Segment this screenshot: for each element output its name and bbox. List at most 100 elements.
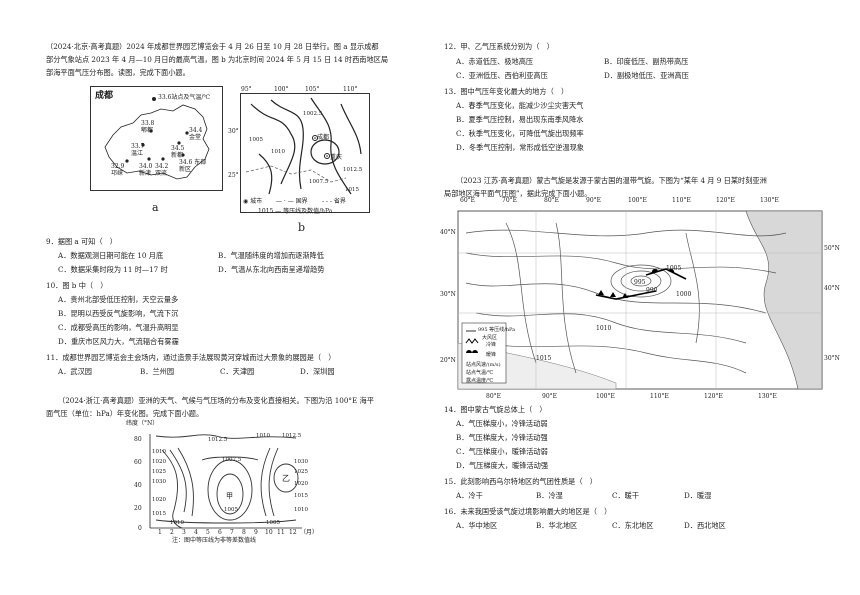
legend-city: 城市	[250, 198, 263, 205]
map-d-label-995: 995	[634, 279, 646, 286]
map-d-asia-pressure: 60°E 70°E 80°E 90°E 100°E 110°E 120°E 13…	[440, 197, 840, 400]
legend-border: 国界	[295, 198, 308, 205]
q14-option-c[interactable]: C．气压梯度小，暖锋活动弱	[456, 447, 548, 456]
top-lon-100: 100°E	[628, 197, 647, 204]
ytick-80: 80	[134, 436, 142, 443]
bottom-lon-120: 120°E	[704, 393, 723, 400]
q14-option-a[interactable]: A．气压梯度小，冷锋活动弱	[456, 419, 548, 428]
q9-option-b[interactable]: B．气温随纬度的增加而逐渐降低	[218, 251, 324, 260]
q14-option-b[interactable]: B．气压梯度大，冷锋活动强	[456, 433, 548, 442]
q13-option-a[interactable]: A．春季气压变化，能减少沙尘灾害天气	[456, 101, 584, 110]
left-lat-30: 30°N	[440, 291, 456, 298]
legend-dewpoint: 露点温度/℃	[466, 378, 494, 384]
q10-option-b[interactable]: B．昆明以西受反气旋影响，气流下沉	[58, 309, 179, 318]
isobar-label-1010: 1010	[271, 149, 285, 155]
top-lon-70: 70°E	[502, 197, 518, 204]
isobar-label-1015: 1015	[345, 187, 359, 193]
legend-isobar-value: 1015	[258, 208, 274, 215]
q11-option-a[interactable]: A．武汉园	[58, 367, 92, 376]
top-lon-60: 60°E	[460, 197, 476, 204]
q9-option-a[interactable]: A．数据观测日期可能在 10 月底	[58, 251, 164, 260]
pressure-contour-chart: 纬度（°N） 80 60 40 20 0 1 2 3 4 5 6 7 8 9 1…	[126, 420, 322, 550]
q15-option-c[interactable]: C．暖干	[612, 491, 640, 500]
xtick-4: 4	[194, 529, 198, 536]
contour-label-14: 1020	[294, 481, 308, 487]
q10-option-d[interactable]: D．重庆市区风力大，气流辐合有雾霾	[58, 337, 179, 346]
legend-temp: 站点气温/℃	[466, 370, 494, 376]
isobar-label-1007-5: 1007.5	[309, 179, 329, 185]
q16-option-b[interactable]: B．华北地区	[536, 521, 578, 530]
q15-option-d[interactable]: D．暖湿	[684, 491, 712, 500]
q10-stem: 10．图 b 中（ ）	[46, 281, 108, 290]
map-d-label-990: 990	[646, 287, 658, 294]
map-a-title: 成都	[95, 91, 114, 101]
left-lat-20: 20°N	[440, 357, 456, 364]
q16-option-d[interactable]: D．西北地区	[684, 521, 726, 530]
xtick-1: 1	[158, 529, 162, 536]
q10-option-c[interactable]: C．成都受高压的影响，气温升高明显	[58, 323, 179, 332]
q11-option-d[interactable]: D．深圳园	[300, 367, 335, 376]
bottom-lon-90: 90°E	[542, 393, 558, 400]
q13-stem: 13．图中气压年变化最大的地方（ ）	[444, 87, 569, 96]
contour-label-3: 1012.5	[282, 433, 302, 439]
q12-option-b[interactable]: B．印度低压、副热带高压	[604, 57, 689, 66]
top-lon-80: 80°E	[544, 197, 560, 204]
q12-option-d[interactable]: D．副极地低压、亚洲高压	[604, 71, 689, 80]
q13-option-d[interactable]: D．冬季气压控制，常形成低空逆温现象	[456, 143, 584, 152]
lon-95: 95°	[241, 86, 252, 93]
xtick-7: 7	[230, 529, 234, 536]
legend-gale: 大风区	[482, 335, 498, 341]
xtick-3: 3	[182, 529, 186, 536]
map-d-label-1000: 1000	[676, 291, 692, 298]
xtick-12: 12	[289, 529, 297, 536]
map-d-label-1010: 1010	[596, 325, 612, 332]
map-d-label-1005: 1005	[666, 265, 682, 272]
q10-option-a[interactable]: A．贵州北部受低压控制，天空云量多	[58, 295, 179, 304]
q13-option-c[interactable]: C．秋季气压变化，可降低气旋出现频率	[456, 129, 584, 138]
q14-option-d[interactable]: D．气压梯度大，暖锋活动强	[456, 461, 549, 470]
q15-stem: 15．此刻影响西乌尔特地区的气团性质是（ ）	[444, 477, 597, 486]
contour-label-9: 1005	[224, 507, 238, 513]
map-b-isobar: 成都 重庆 1005 1010 1007.5 1002.5 1012.5 101…	[240, 93, 370, 213]
q9-option-c[interactable]: C．数据采集时段为 11 时—17 时	[58, 265, 168, 274]
q9-option-d[interactable]: D．气温从东北向西南呈递增趋势	[218, 265, 325, 274]
map-a-chengdu: 成都 33.6站点及气温/℃ 33.8 郫都 34.4 金堂 33.7 温江 3…	[90, 86, 223, 191]
contour-label-16: 1010	[294, 507, 308, 513]
bottom-lon-100: 100°E	[596, 393, 615, 400]
map-a-label: a	[152, 201, 159, 214]
q15-option-a[interactable]: A．冷干	[456, 491, 483, 500]
legend-station-dot	[152, 97, 156, 101]
station-qionglai: 32.9 邛崃	[111, 163, 125, 177]
q12-option-c[interactable]: C．亚洲低压、西伯利亚高压	[456, 71, 548, 80]
contour-label-1: 1012.5	[208, 437, 228, 443]
q11-option-b[interactable]: B．兰州园	[140, 367, 175, 376]
city-chongqing: 重庆	[330, 154, 343, 161]
right-lat-50: 50°N	[824, 245, 840, 252]
intro1-line-1: （2024·北京·高考真题）2024 年成都世界园艺博览会于 4 月 26 日至…	[46, 42, 379, 51]
q12-option-a[interactable]: A．赤道低压、极地高压	[456, 57, 534, 66]
lon-100: 100°	[274, 86, 289, 93]
map-b-label: b	[298, 221, 306, 234]
station-pidu: 33.8 郫都	[141, 120, 155, 134]
q16-option-a[interactable]: A．华中地区	[456, 521, 498, 530]
map-a-legend: 33.6站点及气温/℃	[158, 94, 211, 101]
xtick-10: 10	[265, 529, 273, 536]
xtick-11: 11	[277, 529, 285, 536]
contour-label-12: 1030	[294, 459, 308, 465]
q11-option-c[interactable]: C．天津园	[220, 367, 255, 376]
contour-label-6: 1020	[152, 459, 166, 465]
bottom-lon-110: 110°E	[650, 393, 669, 400]
contour-label-10: 1020	[152, 497, 166, 503]
intro2-line-1: （2024·浙江·高考真题）亚洲的天气、气候与气压场的分布及变化直接相关。下图为…	[58, 396, 374, 405]
contour-svg	[149, 434, 302, 529]
top-lon-110: 110°E	[672, 197, 691, 204]
q15-option-b[interactable]: B．冷湿	[536, 491, 563, 500]
q11-stem: 11．成都世界园艺博览会主会场内，通过造景手法展现黄河穿城而过大景象的展园是（ …	[46, 353, 336, 362]
q16-option-c[interactable]: C．东北地区	[612, 521, 654, 530]
bottom-lon-130: 130°E	[758, 393, 777, 400]
map-a-svg	[104, 97, 210, 180]
lon-110: 110°	[343, 86, 358, 93]
map-b-svg	[245, 97, 362, 195]
label-jia: 甲	[226, 492, 233, 500]
q13-option-b[interactable]: B．夏季气压控制，易出现东南季风降水	[456, 115, 584, 124]
